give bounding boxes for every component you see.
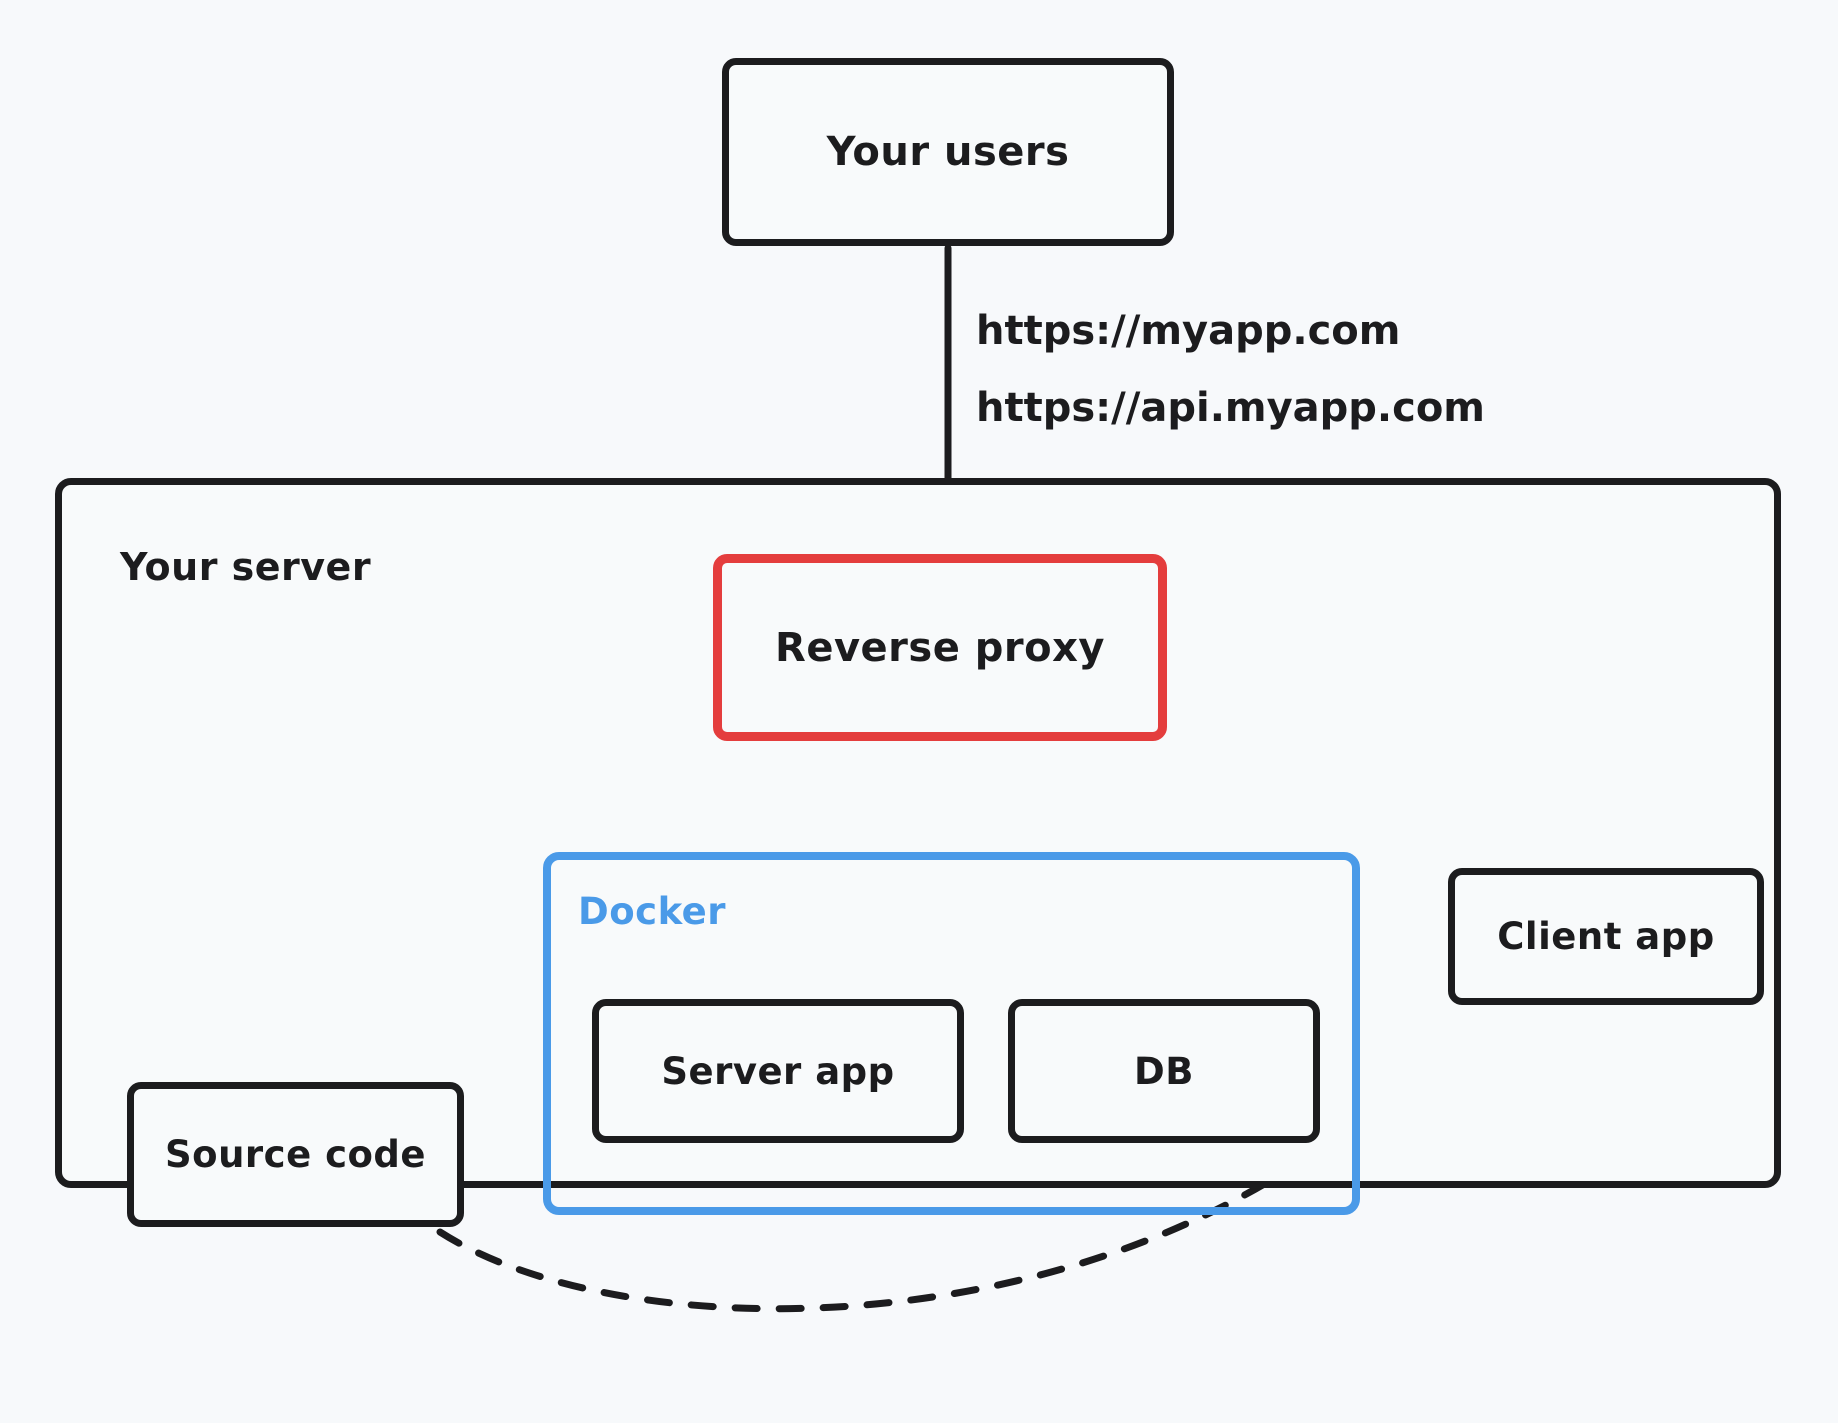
node-server-app-label: Server app	[661, 1049, 895, 1093]
node-client-app[interactable]: Client app	[1448, 868, 1764, 1005]
node-source-code[interactable]: Source code	[127, 1082, 464, 1227]
node-your-users[interactable]: Your users	[722, 58, 1174, 246]
node-db-label: DB	[1134, 1049, 1194, 1093]
node-client-app-label: Client app	[1497, 915, 1715, 958]
node-source-code-label: Source code	[165, 1133, 426, 1176]
container-docker-label: Docker	[578, 890, 727, 933]
node-your-users-label: Your users	[826, 129, 1070, 175]
container-docker	[543, 852, 1360, 1215]
edge-label-url-primary: https://myapp.com	[976, 308, 1401, 354]
node-reverse-proxy-label: Reverse proxy	[775, 624, 1105, 671]
edge-label-url-api: https://api.myapp.com	[976, 385, 1485, 431]
node-server-app[interactable]: Server app	[592, 999, 964, 1143]
edge-source-code-to-client-app	[436, 1030, 1450, 1313]
container-your-server-label: Your server	[120, 545, 372, 589]
node-db[interactable]: DB	[1008, 999, 1320, 1143]
node-reverse-proxy[interactable]: Reverse proxy	[713, 554, 1167, 741]
